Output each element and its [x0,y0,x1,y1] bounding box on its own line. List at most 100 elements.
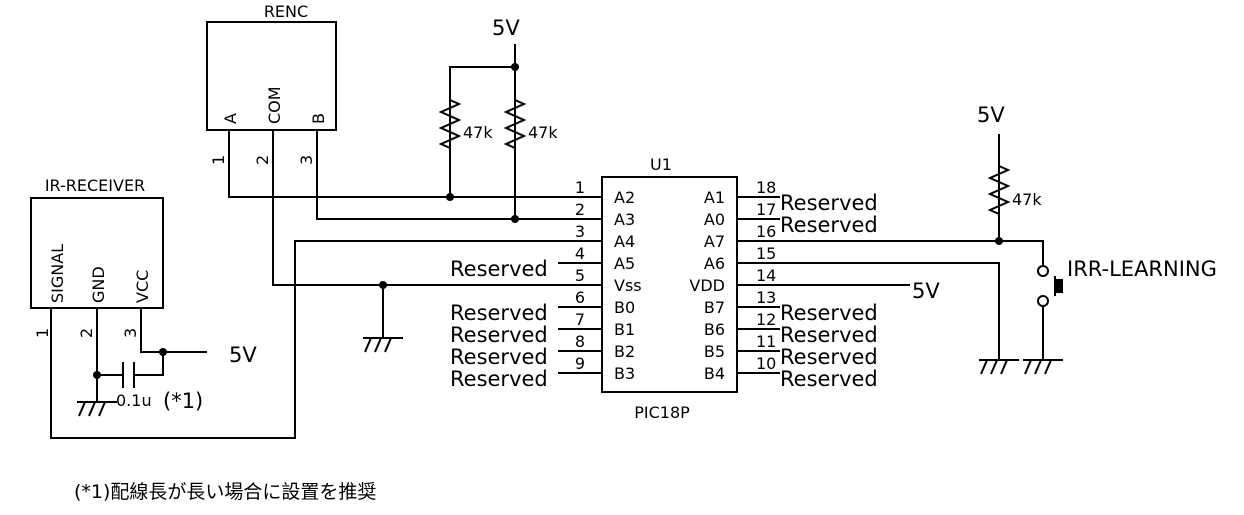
ground-symbol-switch [1023,359,1063,375]
mcu-pin-number-11: 11 [756,332,776,351]
mcu-pin-number-6: 6 [575,288,585,307]
switch-button [1055,279,1063,293]
ground-symbol-ir [77,401,117,417]
reserved-label-pin8: Reserved [450,345,548,369]
reserved-label-pin4: Reserved [450,257,548,281]
renc-pin-label-com: COM [265,86,284,124]
wire-pin16-to-switch [737,240,1044,266]
mcu-pin-name-b2: B2 [614,342,635,361]
renc-component: RENC A COM B 1 2 3 [206,2,337,165]
push-switch: IRR-LEARNING [1037,257,1217,307]
wire-cap-right [134,352,164,376]
mcu-pin-name-b0: B0 [614,298,635,317]
reserved-label-pin9: Reserved [450,367,548,391]
ground-symbol-vss [363,337,403,353]
pullup-2-value-label: 47k [528,123,558,142]
reserved-label-pin18: Reserved [780,191,878,215]
junction-dot-ir-gnd [93,371,101,379]
mcu-pin-number-4: 4 [575,244,585,263]
reserved-label-pin12: Reserved [780,323,878,347]
renc-body [206,21,337,131]
mcu-pin-number-8: 8 [575,332,585,351]
wire-renc-a-to-pin1 [228,130,602,198]
capacitor-note-mark: (*1) [163,389,203,413]
renc-pin-num-1: 1 [209,155,228,165]
wire-pin15-to-ground [737,262,1000,360]
renc-pin-num-2: 2 [253,155,272,165]
mcu-pin-name-a6: A6 [704,254,725,273]
supply-5v-label-vdd: 5V [912,279,940,303]
junction-dot-5v-top [511,63,519,71]
reserved-label-pin11: Reserved [780,345,878,369]
capacitor-component: 0.1u (*1) [116,362,203,413]
mcu-pin-number-18: 18 [756,178,776,197]
reserved-label-pin7: Reserved [450,323,548,347]
mcu-pin-name-a2: A2 [614,188,635,207]
footnote-text: (*1)配線長が長い場合に設置を推奨 [74,481,376,503]
junction-dot-ir-vcc [159,348,167,356]
ir-receiver-pin-label-gnd: GND [89,266,108,303]
mcu-pin-name-vdd: VDD [689,276,725,295]
pullup-resistor-2 [503,92,527,155]
ir-receiver-pin-num-2: 2 [77,328,96,338]
mcu-pin-name-b7: B7 [704,298,725,317]
mcu-pin-number-14: 14 [756,266,776,285]
mcu-pin-number-15: 15 [756,244,776,263]
mcu-pin-name-b6: B6 [704,320,725,339]
ir-receiver-pin-num-3: 3 [121,328,140,338]
mcu-pin-number-2: 2 [575,200,585,219]
ir-receiver-ref-label: IR-RECEIVER [45,176,145,195]
junction-dot-vss [379,281,387,289]
mcu-pin-number-7: 7 [575,310,585,329]
ir-receiver-pin-label-vcc: VCC [133,270,152,303]
pullup-1-value-label: 47k [463,123,493,142]
reserved-label-pin10: Reserved [780,367,878,391]
junction-dot-pin1 [446,193,454,201]
mcu-pin-name-b1: B1 [614,320,635,339]
renc-pin-label-a: A [221,113,240,124]
mcu-pin-number-17: 17 [756,200,776,219]
mcu-pin-name-b4: B4 [704,364,725,383]
switch-contact-bottom [1037,295,1049,307]
supply-5v-label-top: 5V [492,16,520,40]
renc-ref-label: RENC [264,2,308,21]
reserved-labels-right: Reserved Reserved Reserved Reserved Rese… [780,191,878,391]
switch-contact-top [1037,265,1049,277]
ir-receiver-pin-label-signal: SIGNAL [48,244,67,303]
ir-receiver-component: IR-RECEIVER SIGNAL GND VCC 1 2 3 [30,176,164,338]
mcu-pin-name-a4: A4 [614,232,635,251]
mcu-part-label: PIC18P [634,403,690,422]
reserved-label-pin13: Reserved [780,301,878,325]
wire-pin3-to-ir-signal [50,240,602,439]
wires [50,44,1044,439]
mcu-pin-number-5: 5 [575,266,585,285]
renc-pin-label-b: B [309,113,328,124]
mcu-pin-name-a1: A1 [704,188,725,207]
mcu-pin-number-16: 16 [756,222,776,241]
junction-dot-pin2 [511,215,519,223]
mcu-pin-number-12: 12 [756,310,776,329]
junction-dot-pin16 [995,237,1003,245]
mcu-pin-name-b3: B3 [614,364,635,383]
renc-pin-num-3: 3 [297,155,316,165]
supply-5v-label-ir: 5V [229,343,257,367]
mcu-pin-name-a7: A7 [704,232,725,251]
wire-ir-vcc-to-5v [140,308,207,353]
switch-label: IRR-LEARNING [1067,257,1217,281]
pullup-resistor-3 [987,159,1011,221]
supply-5v-label-switch: 5V [977,103,1005,127]
reserved-label-pin6: Reserved [450,301,548,325]
mcu-pin-number-1: 1 [575,178,585,197]
mcu-pin-number-9: 9 [575,354,585,373]
pullup-resistor-1 [438,92,462,155]
ir-receiver-pin-num-1: 1 [33,328,52,338]
mcu-pin-name-a5: A5 [614,254,635,273]
mcu-pin-number-10: 10 [756,354,776,373]
capacitor-value-label: 0.1u [116,391,152,410]
wire-renc-com-to-vss [272,130,602,286]
mcu-pin-name-a0: A0 [704,210,725,229]
mcu-pin-number-13: 13 [756,288,776,307]
